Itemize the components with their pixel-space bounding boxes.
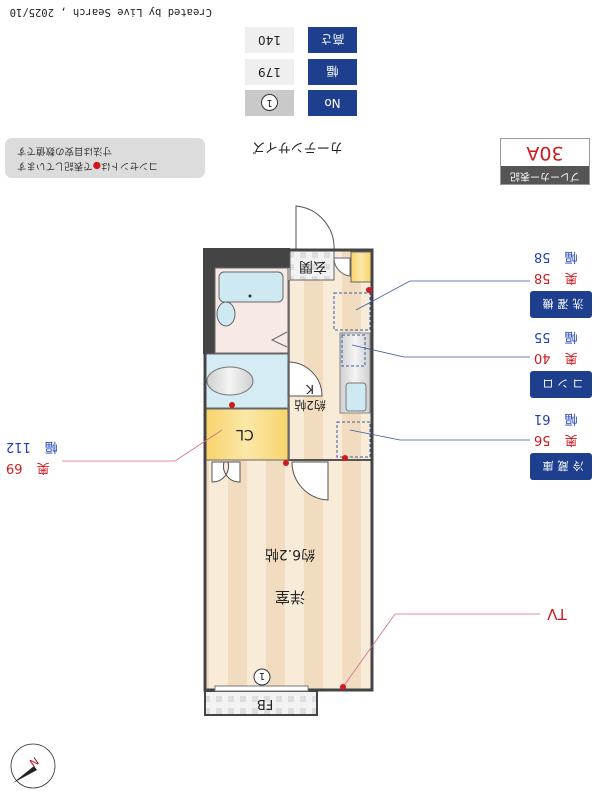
western-room-label: 洋室 [275, 588, 305, 606]
entrance-floor [289, 250, 335, 281]
outlet-dot-icon [366, 287, 372, 293]
compass-arrow-icon [13, 766, 37, 783]
window-number: 1 [259, 670, 265, 681]
outlet-markers [229, 287, 372, 690]
stove-leader-line [351, 344, 530, 358]
window-number-marker [253, 668, 271, 686]
fridge-space [336, 421, 371, 458]
entrance-label: 玄関 [299, 258, 327, 275]
toilet [206, 366, 254, 396]
shoe-box [350, 251, 372, 283]
washer-leader-line [355, 280, 530, 311]
outlet-dot-icon [229, 402, 235, 408]
toilet-door [287, 361, 323, 397]
kitchen-sink [345, 382, 367, 412]
outlet-dot-icon [283, 460, 289, 466]
western-room-size: 約6.2帖 [265, 546, 315, 562]
stove-space [341, 334, 366, 367]
kitchen-label: K [305, 382, 314, 396]
outlet-dot-icon [340, 684, 346, 690]
window [214, 685, 309, 692]
kitchen-size: 約2帖 [294, 398, 326, 413]
bathtub [218, 271, 284, 303]
fridge-leader-line [349, 429, 530, 441]
wash-basin [216, 301, 236, 327]
closet-label: CL [236, 426, 254, 442]
closet-leader-line [62, 429, 223, 462]
room-door [291, 461, 329, 501]
washer-space [333, 292, 371, 331]
balcony-label: FB [257, 696, 273, 711]
compass: N [10, 743, 56, 789]
wall-block [203, 248, 290, 268]
closet [204, 408, 289, 461]
outlet-dot-icon [342, 455, 348, 461]
tv-leader-line [342, 613, 540, 688]
entrance-door [295, 205, 335, 251]
closet-doors [211, 461, 241, 483]
